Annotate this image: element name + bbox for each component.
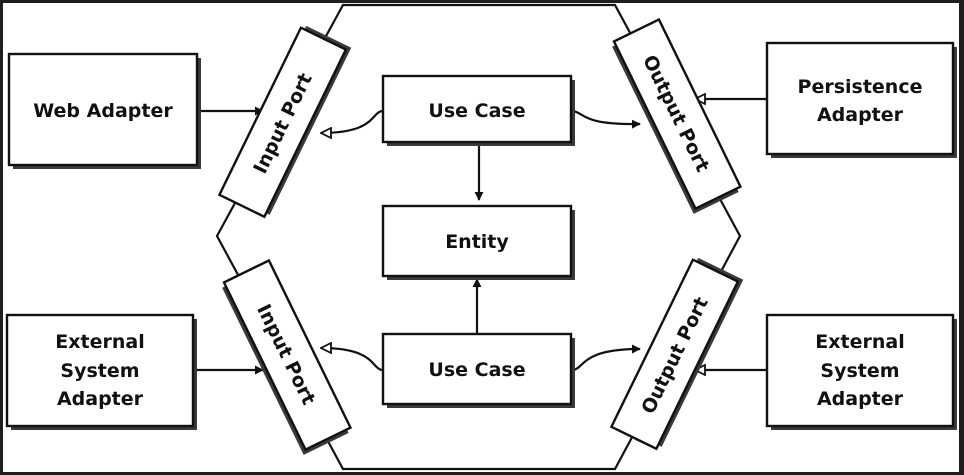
- diagram-canvas: Web Adapter Persistence Adapter External…: [3, 3, 959, 472]
- use-case-top-label: Use Case: [428, 100, 525, 122]
- persistence-adapter-label-line1: Persistence: [798, 76, 923, 98]
- output-port-bottom-box: Output Port: [609, 257, 744, 451]
- external-right-label-line2: System: [820, 360, 899, 382]
- use-case-bottom-to-output-port-arrow: [572, 344, 641, 372]
- entity-box: Entity: [381, 204, 575, 280]
- external-left-label-line3: Adapter: [57, 388, 144, 410]
- use-case-top-to-input-port-arrow: [321, 109, 383, 133]
- use-case-bottom-to-input-port-arrow: [321, 348, 383, 372]
- external-right-label-line3: Adapter: [817, 388, 904, 410]
- hexagonal-architecture-diagram: Web Adapter Persistence Adapter External…: [5, 3, 957, 471]
- use-case-bottom-box: Use Case: [381, 332, 575, 408]
- external-left-label-line1: External: [55, 331, 144, 353]
- external-system-adapter-right-box: External System Adapter: [765, 313, 957, 430]
- external-left-label-line2: System: [60, 360, 139, 382]
- persistence-adapter-label-line2: Adapter: [817, 104, 904, 126]
- web-adapter-box: Web Adapter: [7, 52, 201, 169]
- external-system-adapter-left-box: External System Adapter: [5, 313, 197, 430]
- use-case-bottom-label: Use Case: [428, 359, 525, 381]
- entity-label: Entity: [445, 231, 509, 253]
- external-right-label-line1: External: [815, 331, 904, 353]
- web-adapter-label: Web Adapter: [33, 100, 173, 122]
- use-case-top-box: Use Case: [381, 74, 575, 146]
- use-case-top-to-output-port-arrow: [572, 109, 641, 129]
- persistence-adapter-box: Persistence Adapter: [765, 41, 957, 158]
